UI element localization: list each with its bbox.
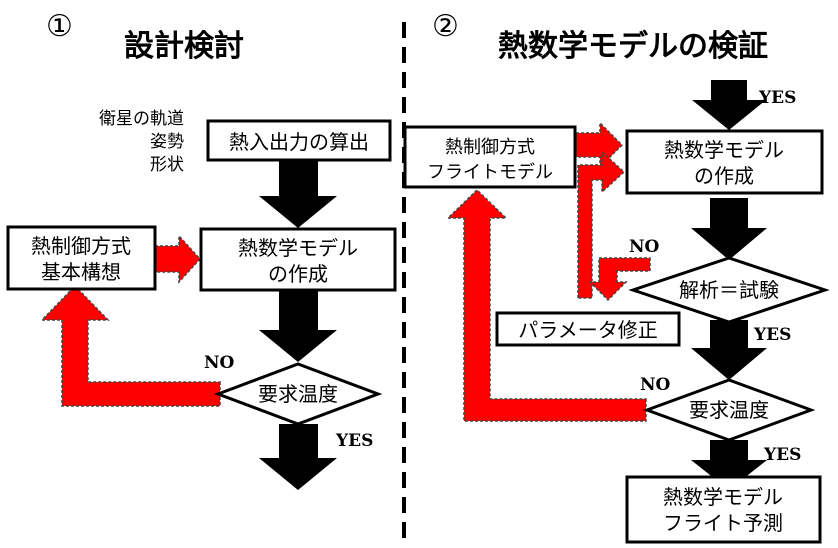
right-decision-diamond [642, 378, 816, 442]
left-model-label-2: の作成 [268, 262, 328, 286]
heat-io-label: 熱入出力の算出 [229, 130, 369, 154]
left-red-arrow-basic-to-model [154, 234, 202, 284]
input-shape: 形状 [150, 155, 184, 175]
right-arrow-model-to-analysis [691, 198, 767, 260]
flight-prediction-box [625, 475, 822, 544]
basic-concept-label-2: 基本構想 [41, 260, 121, 284]
parameter-fix-box [495, 311, 681, 347]
right-no1-label: NO [629, 237, 660, 257]
left-decision-diamond [213, 362, 383, 426]
left-arrow-yes-down [259, 424, 337, 490]
right-model-label-2: の作成 [694, 164, 754, 188]
right-red-arrow-param-to-model [577, 150, 626, 299]
flight-model-label-1: 熱制御方式 [445, 137, 535, 158]
left-red-arrow-no-loop [40, 284, 221, 407]
left-model-label-1: 熱数学モデル [238, 236, 358, 260]
left-section-number: ① [46, 9, 73, 44]
right-red-arrow-no-loop [446, 188, 647, 422]
analysis-test-label: 解析＝試験 [679, 278, 779, 302]
right-yes3-label: YES [763, 445, 801, 465]
input-orbit: 衛星の軌道 [99, 109, 184, 129]
flight-model-box [403, 125, 577, 189]
right-model-box [625, 129, 824, 195]
right-arrow-top-yes [692, 80, 766, 130]
basic-concept-box [6, 225, 157, 291]
flight-prediction-label-2: フライト予測 [663, 511, 783, 535]
left-decision-label: 要求温度 [258, 382, 338, 406]
left-arrow-model-to-decision [259, 290, 337, 362]
right-arrow-decision-to-prediction [691, 440, 767, 490]
left-arrow-heat-to-model [259, 160, 337, 228]
parameter-fix-label: パラメータ修正 [518, 318, 657, 342]
right-no2-label: NO [640, 375, 671, 395]
heat-io-box [206, 119, 392, 162]
right-model-label-1: 熱数学モデル [664, 138, 784, 162]
right-yes-top-label: YES [758, 88, 796, 108]
right-section-title: 熱数学モデルの検証 [498, 29, 768, 64]
flight-prediction-label-1: 熱数学モデル [663, 485, 783, 509]
right-yes2-label: YES [753, 325, 791, 345]
right-section-number: ② [432, 9, 459, 44]
flight-model-label-2: フライトモデル [427, 162, 553, 183]
left-no-label: NO [204, 353, 235, 373]
left-model-box [199, 227, 397, 292]
right-red-arrow-flight-to-model [575, 121, 624, 169]
input-attitude: 姿勢 [150, 132, 184, 152]
right-decision-label: 要求温度 [689, 398, 769, 422]
basic-concept-label-1: 熱制御方式 [31, 234, 131, 258]
left-section-title: 設計検討 [124, 29, 244, 64]
analysis-test-diamond [628, 256, 830, 324]
right-red-arrow-analysis-no [588, 257, 651, 302]
left-yes-label: YES [335, 431, 373, 451]
right-arrow-analysis-to-decision [691, 320, 767, 380]
